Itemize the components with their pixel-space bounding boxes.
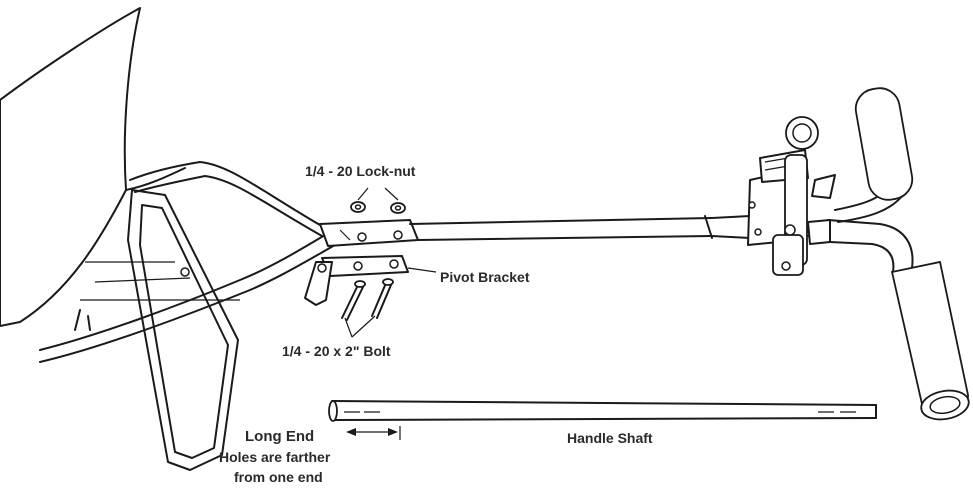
main-shaft — [409, 215, 751, 241]
long-end-arrow — [346, 426, 401, 440]
upper-bracket — [319, 219, 419, 247]
holes-note-line1: Holes are farther — [219, 449, 331, 465]
holes-note-line2: from one end — [234, 469, 323, 485]
long-end-label: Long End — [245, 428, 314, 445]
pivot-bracket-label: Pivot Bracket — [440, 269, 530, 285]
bolt-label: 1/4 - 20 x 2" Bolt — [282, 343, 391, 359]
hopper — [0, 7, 186, 327]
handle-shaft — [328, 400, 877, 422]
bolts — [341, 278, 394, 338]
pivot-bracket — [304, 255, 437, 306]
handle-shaft-label: Handle Shaft — [567, 430, 653, 446]
control-assembly — [747, 116, 836, 276]
handle-frame — [39, 161, 336, 363]
handlebar — [827, 87, 970, 421]
lock-nut-label: 1/4 - 20 Lock-nut — [305, 163, 416, 179]
lock-nuts — [350, 187, 406, 214]
